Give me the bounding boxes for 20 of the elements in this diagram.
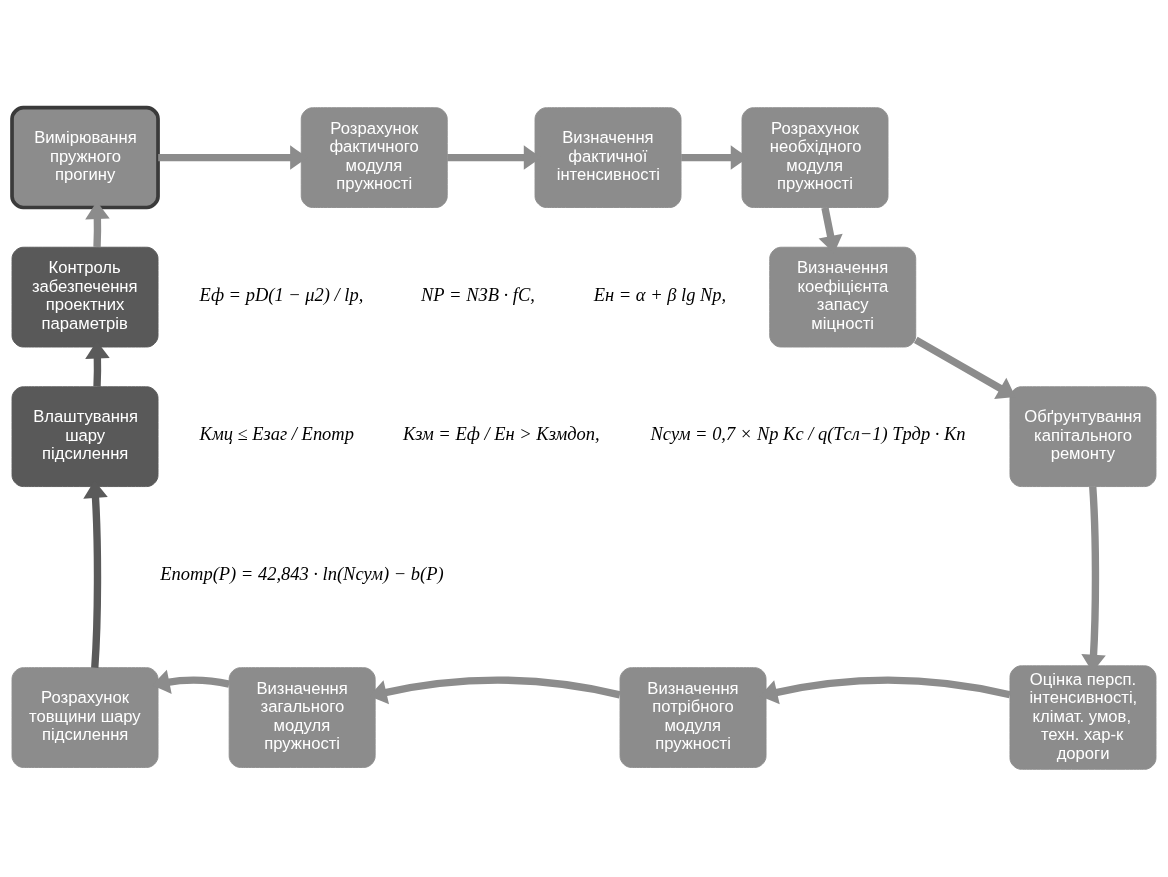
node-box: Розрахунок товщини шару підсилення: [11, 667, 159, 768]
node-box: Розрахунок необхідного модуля пружності: [741, 107, 889, 208]
node-box: Обґрунтування капітального ремонту: [1009, 386, 1157, 487]
node-box: Визначення коефіцієнта запасу міцності: [769, 246, 917, 348]
node-box: Визначення загального модуля пружності: [228, 667, 376, 768]
node-box: Контроль забезпечення проектних параметрів: [11, 246, 159, 348]
node-box: Вимірювання пружного прогину: [10, 105, 160, 210]
node-box: Визначення потрібного модуля пружності: [619, 667, 767, 768]
node-box: Влаштування шару підсилення: [11, 386, 159, 487]
node-box: Визначення фактичної інтенсивності: [534, 107, 682, 208]
arrow: [913, 336, 1016, 399]
label: Kмц ≤ Eзаг / Eпотр: [199, 424, 354, 445]
label: Eн = α + β lg Nр,: [593, 284, 727, 305]
node-box: Оцінка персп. інтенсивності, клімат. умов, техн. хар-к дороги: [1009, 665, 1157, 770]
label: NР = NЗВ · fС,: [420, 284, 535, 305]
label: Kзм = Eф / Eн > Kзмдоп,: [402, 424, 600, 445]
node-box: Розрахунок фактичного модуля пружності: [300, 107, 448, 208]
label: Nсум = 0,7 × Nр Kс / q(Tсл−1) Tрдр · Kп: [650, 424, 966, 445]
label: Eпотр(P) = 42,843 · ln(Nсум) − b(P): [160, 563, 444, 584]
label: Eф = pD(1 − μ2) / lр,: [199, 284, 364, 305]
